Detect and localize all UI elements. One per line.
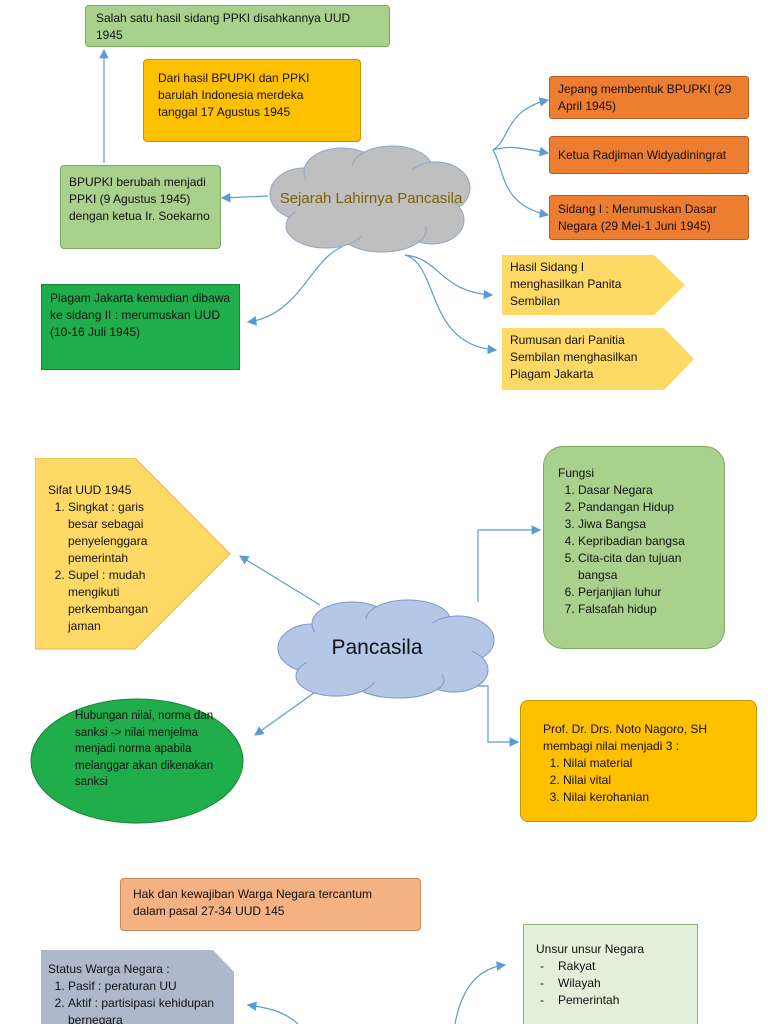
rumusan-pentagon	[502, 328, 694, 390]
list-item: Kepribadian bangsa	[578, 533, 710, 550]
panitia-text: Hasil Sidang I menghasilkan Panita Sembi…	[510, 260, 622, 308]
status-text-box: Status Warga Negara : Pasif : peraturan …	[48, 961, 228, 1024]
fungsi-title: Fungsi	[558, 466, 595, 480]
sifat-pentagon	[35, 458, 231, 650]
list-item: Supel : mudah mengikuti perkembangan jam…	[68, 567, 174, 635]
ppki-uud-box: Salah satu hasil sidang PPKI disahkannya…	[85, 5, 390, 47]
list-item: Cita-cita dan tujuan bangsa	[578, 550, 710, 584]
piagam-sidang2-box: Piagam Jakarta kemudian dibawa ke sidang…	[41, 284, 240, 370]
ketua-box: Ketua Radjiman Widyadiningrat	[549, 136, 749, 174]
panitia-text-box: Hasil Sidang I menghasilkan Panita Sembi…	[510, 259, 650, 310]
list-item: Rakyat	[540, 958, 685, 975]
panitia-pentagon	[502, 255, 685, 315]
ppki-uud-text: Salah satu hasil sidang PPKI disahkannya…	[96, 11, 351, 42]
fungsi-box: Fungsi Dasar Negara Pandangan Hidup Jiwa…	[543, 446, 725, 649]
bpupki-ppki-box: BPUPKI berubah menjadi PPKI (9 Agustus 1…	[60, 165, 221, 249]
merdeka-text: Dari hasil BPUPKI dan PPKI barulah Indon…	[158, 71, 310, 119]
list-item: Jiwa Bangsa	[578, 516, 710, 533]
list-item: Singkat : garis besar sebagai penyelengg…	[68, 499, 174, 567]
sifat-text-box: Sifat UUD 1945 Singkat : garis besar seb…	[48, 482, 174, 635]
sejarah-center-label: Sejarah Lahirnya Pancasila	[279, 190, 463, 207]
list-item: Falsafah hidup	[578, 601, 710, 618]
sidang1-text: Sidang I : Merumuskan Dasar Negara (29 M…	[558, 202, 717, 233]
ketua-text: Ketua Radjiman Widyadiningrat	[558, 148, 727, 162]
list-item: Nilai kerohanian	[563, 789, 734, 806]
fungsi-list: Dasar Negara Pandangan Hidup Jiwa Bangsa…	[558, 482, 710, 618]
hubungan-text-box: Hubungan nilai, norma dan sanksi -> nila…	[75, 708, 215, 791]
piagam-sidang2-text: Piagam Jakarta kemudian dibawa ke sidang…	[50, 291, 231, 339]
hubungan-ellipse	[30, 698, 244, 824]
sejarah-cloud	[269, 145, 471, 253]
pancasila-cloud	[277, 599, 495, 699]
rumusan-text: Rumusan dari Panitia Sembilan menghasilk…	[510, 333, 638, 381]
sifat-title: Sifat UUD 1945	[48, 483, 132, 497]
merdeka-box: Dari hasil BPUPKI dan PPKI barulah Indon…	[143, 59, 361, 142]
list-item: Pandangan Hidup	[578, 499, 710, 516]
hak-text: Hak dan kewajiban Warga Negara tercantum…	[133, 887, 373, 918]
hak-box: Hak dan kewajiban Warga Negara tercantum…	[120, 878, 421, 931]
jepang-box: Jepang membentuk BPUPKI (29 April 1945)	[549, 76, 749, 119]
list-item: Aktif : partisipasi kehidupan bernegara	[68, 995, 228, 1024]
unsur-box: Unsur unsur Negara Rakyat Wilayah Pemeri…	[523, 924, 698, 1024]
list-item: Pasif : peraturan UU	[68, 978, 228, 995]
status-list: Pasif : peraturan UU Aktif : partisipasi…	[48, 978, 228, 1024]
bpupki-ppki-text: BPUPKI berubah menjadi PPKI (9 Agustus 1…	[69, 175, 210, 223]
sidang1-box: Sidang I : Merumuskan Dasar Negara (29 M…	[549, 195, 749, 240]
status-title: Status Warga Negara :	[48, 962, 170, 976]
unsur-title: Unsur unsur Negara	[536, 942, 645, 956]
pancasila-center-label: Pancasila	[331, 636, 423, 659]
sifat-list: Singkat : garis besar sebagai penyelengg…	[48, 499, 174, 635]
unsur-list: Rakyat Wilayah Pemerintah	[536, 958, 685, 1009]
list-item: Dasar Negara	[578, 482, 710, 499]
status-pentagon	[41, 950, 234, 1024]
list-item: Nilai material	[563, 755, 734, 772]
list-item: Nilai vital	[563, 772, 734, 789]
noto-list: Nilai material Nilai vital Nilai kerohan…	[543, 755, 734, 806]
noto-title: Prof. Dr. Drs. Noto Nagoro, SH membagi n…	[543, 722, 708, 753]
noto-box: Prof. Dr. Drs. Noto Nagoro, SH membagi n…	[520, 700, 757, 822]
hubungan-text: Hubungan nilai, norma dan sanksi -> nila…	[75, 710, 214, 788]
jepang-text: Jepang membentuk BPUPKI (29 April 1945)	[558, 82, 732, 113]
list-item: Perjanjian luhur	[578, 584, 710, 601]
list-item: Pemerintah	[540, 992, 685, 1009]
list-item: Wilayah	[540, 975, 685, 992]
rumusan-text-box: Rumusan dari Panitia Sembilan menghasilk…	[510, 332, 660, 383]
